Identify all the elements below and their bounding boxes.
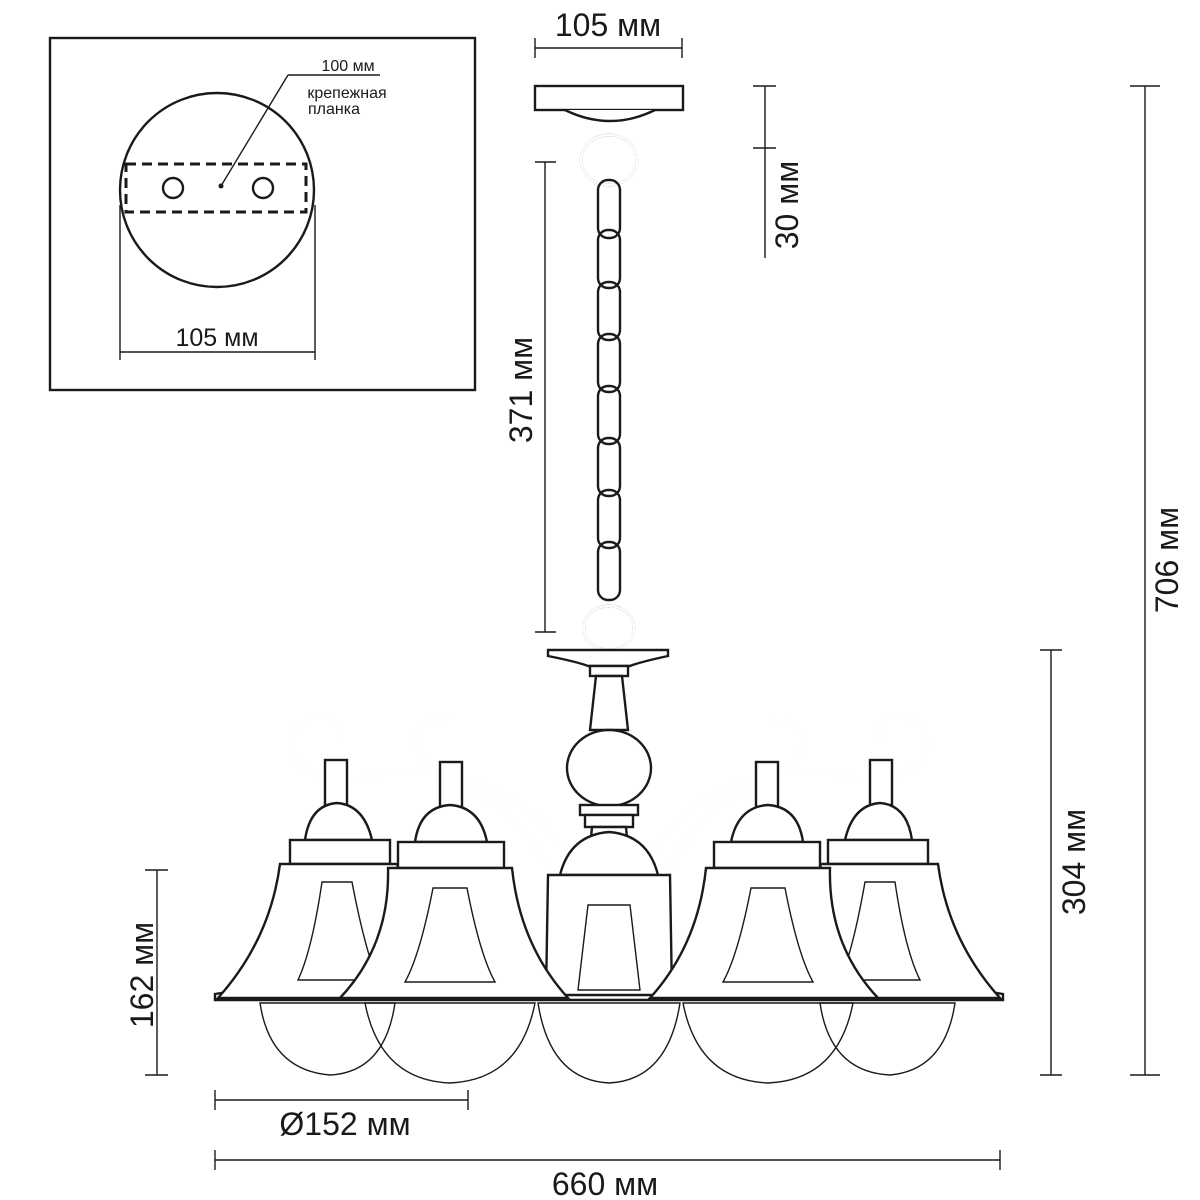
bracket-name-line1: крепежная [307,85,386,102]
bracket-name-line2: планка [308,101,360,118]
inset-frame [48,36,477,392]
screw-hole-right [251,176,275,200]
lamp-center [544,830,674,997]
canopy-height-label: 30 мм [769,161,805,249]
chain-length-label: 371 мм [503,337,539,443]
lamp-4 [647,760,881,1000]
total-width-label: 660 мм [552,1166,658,1200]
bracket-leader-line [220,74,289,187]
plate-circle [118,91,316,289]
chain [579,133,639,652]
canopy-width-label: 105 мм [555,7,661,43]
bracket-size-label: 100 мм [321,58,374,75]
mounting-bracket-outline [124,162,308,214]
shade-diameter-label: Ø152 мм [279,1106,410,1142]
plate-width-label: 105 мм [175,324,258,352]
body-height-label: 304 мм [1056,809,1092,915]
ceiling-canopy [533,84,685,123]
glass-globes [259,1002,956,1084]
mounting-plate-inset [48,36,477,392]
lamp-heads [215,758,1003,1000]
lamp-2 [337,760,571,1000]
total-height-label: 706 мм [1149,507,1185,613]
shade-height-label: 162 мм [124,922,160,1028]
screw-hole-left [161,176,185,200]
